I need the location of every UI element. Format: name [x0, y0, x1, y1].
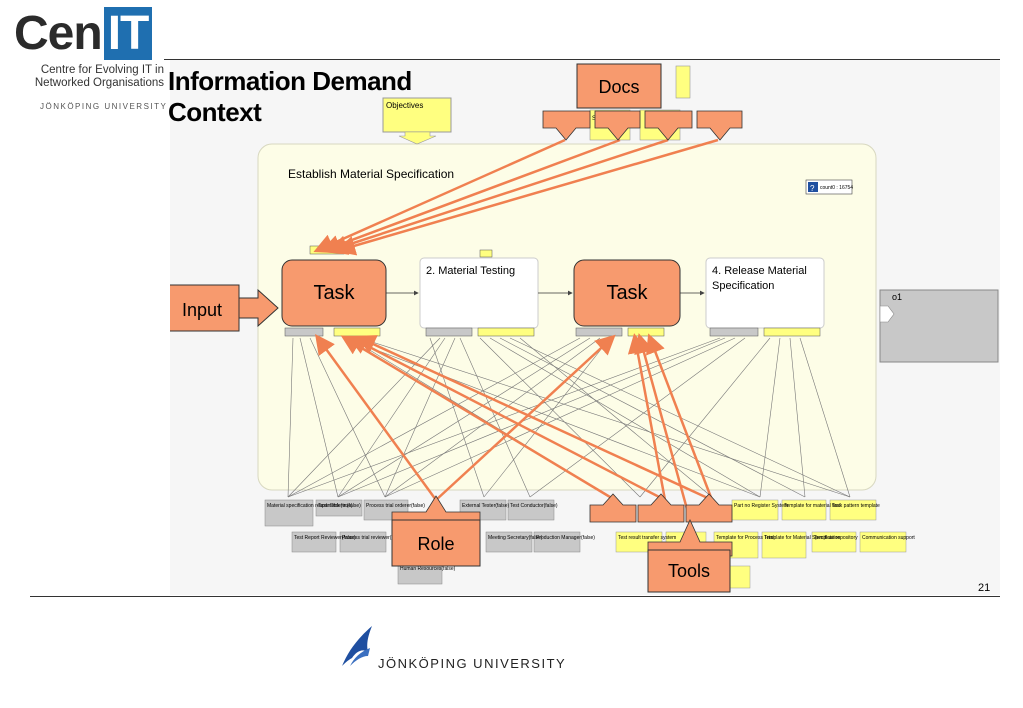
process-title: Establish Material Specification — [288, 167, 454, 181]
tool-5: Template for Process Trial — [716, 535, 774, 541]
input-callout[interactable]: Input — [170, 284, 279, 332]
input-callout-label: Input — [182, 300, 222, 320]
top-divider — [164, 59, 1000, 60]
role-callout[interactable]: Role — [391, 495, 481, 567]
logo-subtitle: Centre for Evolving IT in Networked Orga… — [12, 64, 164, 90]
slide-title: Information Demand Context — [168, 66, 412, 128]
task-3-label: Task — [606, 282, 648, 304]
tool-3: Task pattern template — [832, 503, 880, 509]
logo-university: JÖNKÖPING UNIVERSITY — [40, 102, 168, 111]
tools-links — [340, 333, 714, 521]
tool-7: Template repository — [814, 535, 858, 541]
role-5: Test Conductor(false) — [510, 503, 558, 509]
diagram-svg: Establish Material Specification ? count… — [170, 63, 999, 593]
tools-callout-label: Tools — [668, 561, 710, 581]
task-4-label-line1: 4. Release Material — [712, 265, 807, 277]
logo-cen-text: Cen — [14, 7, 103, 60]
task-1-label: Task — [313, 282, 355, 304]
task-2-label: 2. Material Testing — [426, 265, 515, 277]
role-10: Human Resources(false) — [400, 566, 456, 572]
help-icon — [808, 182, 818, 192]
tool-1: Part no Register System — [734, 503, 788, 509]
logo-it-text: IT — [103, 7, 153, 60]
university-emblem-icon — [342, 626, 372, 666]
page-number: 21 — [978, 582, 991, 594]
role-links — [315, 333, 616, 501]
role-6: Test Report Reviewer(false) — [294, 535, 356, 541]
tool-2: Template for material test — [784, 503, 841, 509]
tool-callout-arrows — [589, 493, 733, 523]
docs-callout-label: Docs — [598, 77, 639, 97]
task-4-label-line2: Specification — [712, 280, 774, 292]
count-badge[interactable]: ? count0 : 16754 — [805, 179, 853, 195]
svg-text:?: ? — [810, 184, 815, 193]
tools-callout[interactable]: Tools — [647, 519, 733, 593]
footer-university: JÖNKÖPING UNIVERSITY — [378, 656, 567, 671]
role-4: External Tester(false) — [462, 503, 509, 509]
docs-callout[interactable]: Docs — [576, 63, 662, 109]
count-badge-text: count0 : 16754 — [820, 185, 853, 191]
output-o1[interactable]: o1 — [879, 289, 999, 363]
objectives-label: Objectives — [386, 101, 423, 110]
role-2: Task Orderer(false) — [318, 503, 361, 509]
role-3: Process trial orderer(false) — [366, 503, 425, 509]
role-9: Production Manager(false) — [536, 535, 595, 541]
role-7: Process trial reviewer(false) — [342, 535, 404, 541]
slide-title-line2: Context — [168, 97, 262, 127]
role-callout-label: Role — [417, 534, 454, 554]
tool-6: Template for Material Specification — [764, 535, 841, 541]
slide-title-line1: Information Demand — [168, 66, 412, 96]
role-8: Meeting Secretary(false) — [488, 535, 543, 541]
role-boxes — [264, 499, 581, 585]
role-1: Material specification responsible(true) — [267, 503, 353, 509]
doc-links — [313, 138, 719, 256]
objectives-box[interactable]: Objectives — [382, 97, 452, 145]
logo-subtitle-line1: Centre for Evolving IT in — [40, 64, 164, 76]
logo-subtitle-line2: Networked Organisations — [34, 77, 164, 89]
process-diagram: Establish Material Specification ? count… — [170, 60, 1000, 595]
bottom-divider — [30, 596, 1000, 597]
output-label: o1 — [892, 292, 902, 302]
doc-callout-arrows — [542, 110, 743, 141]
tool-8: Communication support — [862, 535, 915, 541]
tool-4: Test result transfer system — [618, 535, 676, 541]
tool-labels: Part no Register System Template for mat… — [618, 503, 915, 541]
role-labels: Material specification responsible(true)… — [267, 503, 595, 572]
